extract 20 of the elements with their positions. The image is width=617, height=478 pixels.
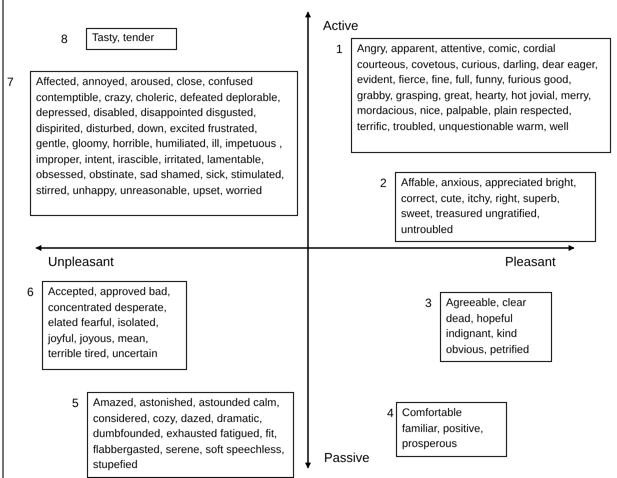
group-number: 1 [336, 42, 343, 58]
group-number: 5 [72, 396, 79, 412]
axis-label: Passive [324, 450, 370, 465]
group-number: 4 [387, 406, 394, 422]
group-number: 8 [61, 32, 68, 47]
axis-label: Pleasant [505, 254, 556, 269]
word-list: Affable, anxious, appreciated bright, correct, cute, itchy, right, superb, sweet, treasured ungratified, untroubled [401, 177, 576, 236]
group-number: 2 [380, 176, 387, 192]
word-list: Tasty, tender [92, 32, 154, 44]
axis-label: Active [323, 18, 358, 33]
group-number: 3 [425, 296, 432, 312]
word-list: Amazed, astonished, astounded calm, considered, cozy, dazed, dramatic, dumbfounded, exhausted fatigued, fit, flabbergasted, serene, soft speechless, stupefied [93, 397, 284, 471]
group-number: 7 [7, 75, 14, 90]
word-list: Affected, annoyed, aroused, close, confused contemptible, crazy, choleric, defeated deplorable, depressed, disabled, disappointed disgusted, dispirited, disturbed, down, excited frustrated, gentle, gloomy, horrible, humiliated, ill, impetuous , improper, intent, irascible, irritated, lamentable, obsessed, obstinate, sad shamed, sick, stimulated, stirred, unhappy, unreasonable, upset, worried [36, 76, 284, 196]
word-list: Accepted, approved bad, concentrated desperate, elated fearful, isolated, joyful, joyous, mean, terrible tired, uncertain [48, 286, 170, 360]
group-number: 6 [27, 285, 34, 300]
axis-label: Unpleasant [48, 254, 114, 269]
word-list: Angry, apparent, attentive, comic, cordial courteous, covetous, curious, darling, dear eager, evident, fierce, fine, full, funny, furious good, grabby, grasping, great, hearty, hot jovial, merry, mordacious, nice, palpable, plain respected, terrific, troubled, unquestionable warm, well [357, 43, 598, 132]
word-list: Agreeable, clear dead, hopeful indignant, kind obvious, petrified [446, 297, 530, 356]
word-list: Comfortable familiar, positive, prosperous [402, 407, 484, 450]
